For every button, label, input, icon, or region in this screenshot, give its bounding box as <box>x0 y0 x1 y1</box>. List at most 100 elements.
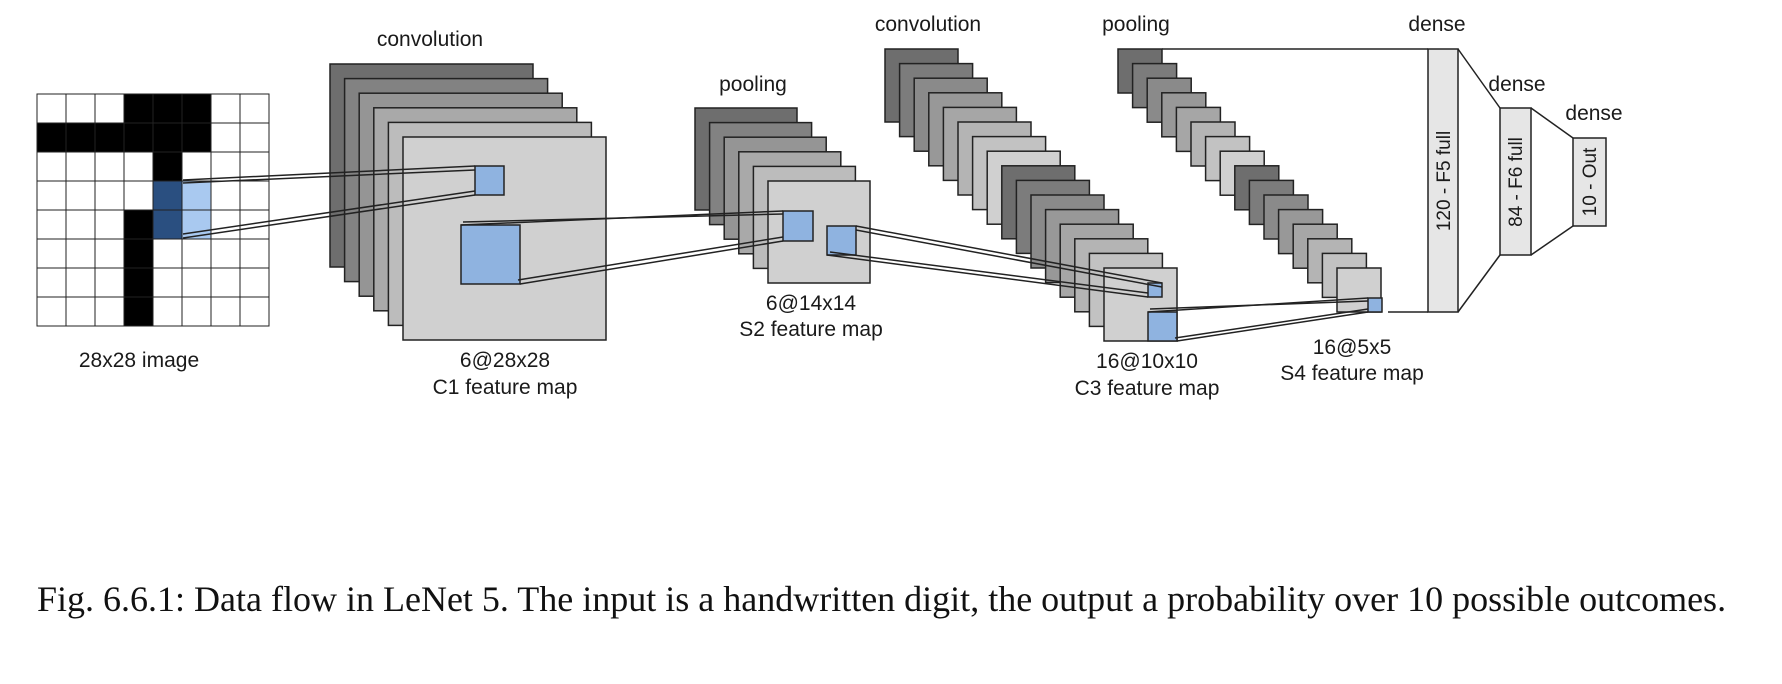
input-pixel <box>239 238 270 269</box>
conn-s2-c3-top <box>855 225 1163 284</box>
f6-to-out-connector-top <box>1530 107 1574 139</box>
input-pixel <box>181 267 212 298</box>
conn-input-c1-bottom <box>182 194 476 239</box>
input-pixel <box>65 93 96 124</box>
c3-size-label: 16@10x10 <box>1096 350 1198 373</box>
input-pixel <box>210 238 241 269</box>
input-pixel <box>94 267 125 298</box>
input-pixel <box>152 151 183 182</box>
input-pixel <box>210 296 241 327</box>
conn-c3-s4-top2 <box>1149 300 1369 310</box>
f6-layer <box>1499 107 1532 256</box>
input-pixel <box>181 122 212 153</box>
c1-large-highlight <box>460 224 521 285</box>
input-pixel <box>152 267 183 298</box>
conn-s2-c3-bottom <box>826 254 1149 298</box>
conn-s2-c3-top2 <box>855 229 1163 288</box>
conn-c3-s4-bottom <box>1176 311 1369 342</box>
input-pixel <box>181 93 212 124</box>
dense-layers: 120 - F5 full 84 - F6 full 10 - Out <box>1162 48 1607 313</box>
input-pixel <box>65 296 96 327</box>
f5-layer <box>1427 48 1459 313</box>
convolution-1-label: convolution <box>377 28 483 51</box>
input-pixel <box>94 180 125 211</box>
input-pixel <box>152 296 183 327</box>
input-pixel <box>210 267 241 298</box>
input-pixel <box>65 122 96 153</box>
conn-c3-s4-bottom2 <box>1174 308 1369 339</box>
input-pixel <box>123 209 154 240</box>
f5-to-f6-connector-bottom <box>1457 254 1501 313</box>
input-pixel <box>152 209 183 240</box>
input-pixel <box>181 180 212 211</box>
f5-label: 120 - F5 full <box>1434 131 1455 231</box>
input-pixel <box>36 209 67 240</box>
input-pixel <box>65 267 96 298</box>
input-pixel <box>239 267 270 298</box>
input-pixel <box>123 296 154 327</box>
s4-highlight <box>1367 297 1383 313</box>
s4-feature-map-stack <box>1117 48 1382 313</box>
input-pixel <box>65 151 96 182</box>
input-pixel <box>36 296 67 327</box>
s4-size-label: 16@5x5 <box>1313 336 1392 359</box>
c3-large-highlight <box>1147 311 1178 342</box>
conn-c1-s2-bottom <box>519 240 784 285</box>
input-pixel <box>36 238 67 269</box>
c3-feature-map-stack <box>884 48 1178 342</box>
f6-to-out-connector-bottom <box>1530 225 1574 256</box>
s2-left-highlight <box>782 210 814 242</box>
input-pixel <box>152 238 183 269</box>
input-pixel <box>65 238 96 269</box>
s2-name-label: S2 feature map <box>739 318 883 341</box>
c1-feature-map-stack <box>329 63 607 341</box>
input-pixel <box>210 151 241 182</box>
conn-c1-s2-bottom2 <box>517 236 784 281</box>
conn-c1-s2-top2 <box>462 213 784 223</box>
c1-name-label: C1 feature map <box>433 376 578 399</box>
input-pixel <box>239 296 270 327</box>
input-pixel <box>36 122 67 153</box>
input-pixel <box>152 122 183 153</box>
input-pixel <box>94 151 125 182</box>
input-pixel <box>94 296 125 327</box>
input-pixel <box>239 93 270 124</box>
input-pixel <box>94 209 125 240</box>
input-pixel <box>181 151 212 182</box>
output-label: 10 - Out <box>1580 147 1601 216</box>
input-pixel <box>36 93 67 124</box>
input-pixel <box>36 180 67 211</box>
s2-right-highlight <box>826 225 857 256</box>
highlights <box>460 165 1383 342</box>
c1-size-label: 6@28x28 <box>460 349 550 372</box>
output-layer <box>1572 137 1607 227</box>
input-pixel <box>123 93 154 124</box>
input-pixel <box>65 180 96 211</box>
figure-caption: Fig. 6.6.1: Data flow in LeNet 5. The in… <box>37 579 1727 619</box>
conn-s2-c3-bottom2 <box>829 251 1149 294</box>
c3-name-label: C3 feature map <box>1075 377 1220 400</box>
input-pixel <box>210 180 241 211</box>
conn-input-c1-top2 <box>182 169 476 184</box>
input-pixel <box>123 267 154 298</box>
input-pixel <box>94 93 125 124</box>
input-pixel <box>239 122 270 153</box>
c3-feature-map <box>1103 267 1178 342</box>
dense-3-label: dense <box>1565 102 1622 125</box>
input-pixel <box>123 238 154 269</box>
c1-small-highlight <box>474 165 505 196</box>
s2-size-label: 6@14x14 <box>766 292 857 315</box>
input-pixel <box>123 151 154 182</box>
connection-lines <box>182 165 1369 342</box>
input-pixel <box>94 122 125 153</box>
input-pixel <box>239 180 270 211</box>
s4-name-label: S4 feature map <box>1280 362 1424 385</box>
input-pixel <box>210 93 241 124</box>
input-pixel <box>210 122 241 153</box>
conn-input-c1-top <box>182 165 476 181</box>
input-label: 28x28 image <box>79 349 199 372</box>
input-pixel <box>152 180 183 211</box>
dense-1-label: dense <box>1408 13 1465 36</box>
input-pixel <box>36 151 67 182</box>
input-pixel <box>181 238 212 269</box>
